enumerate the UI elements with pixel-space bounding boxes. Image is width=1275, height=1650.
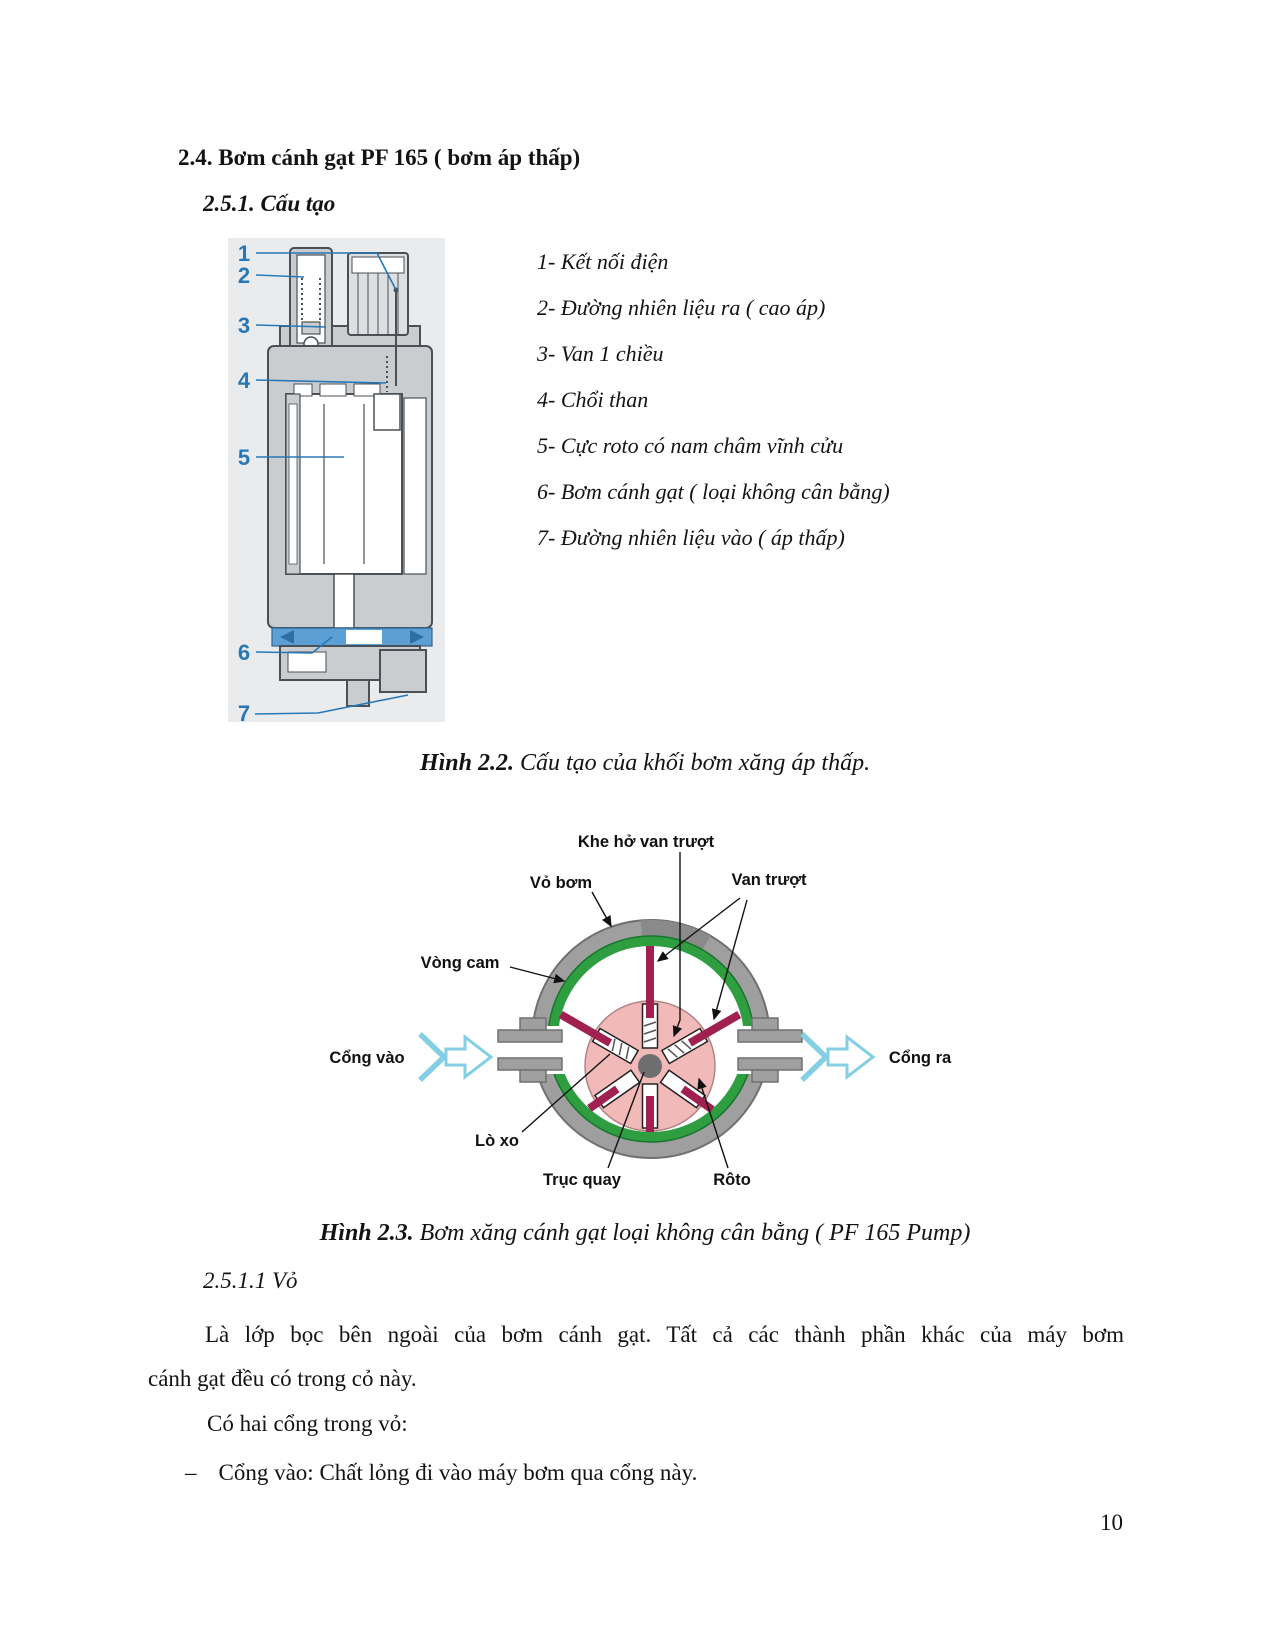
figure-2-3-caption: Hình 2.3. Bơm xăng cánh gạt loại không c… (140, 1220, 1150, 1247)
legend-item: 3- Van 1 chiều (537, 341, 664, 366)
subsection-heading-2-5-1: 2.5.1. Cấu tạo (203, 191, 336, 216)
paragraph-line-2: cánh gạt đều có trong cỏ này. (148, 1366, 417, 1391)
inlet-stub (346, 679, 370, 707)
motor-shaft (333, 573, 355, 629)
pump-cross-section-drawing: 1 2 3 4 5 6 7 (228, 238, 445, 726)
bullet-dash: – (185, 1460, 197, 1485)
part-number-6: 6 (238, 640, 250, 665)
figure-2-2-caption: Hình 2.2. Cấu tạo của khối bơm xăng áp t… (140, 750, 1150, 777)
paragraph-line-1: Là lớp bọc bên ngoài của bơm cánh gạt. T… (205, 1322, 1124, 1347)
label-rotating-shaft: Trục quay (543, 1171, 622, 1189)
legend-item: 4- Chổi than (537, 387, 649, 412)
label-vane-clearance: Khe hở van trượt (578, 833, 715, 851)
subsection-heading-2-5-1-1: 2.5.1.1 Vỏ (203, 1268, 298, 1293)
label-inlet-port: Cổng vào (329, 1049, 404, 1067)
drive-shaft (638, 1054, 662, 1078)
commutator-segment (319, 383, 347, 397)
vanes-and-slots (558, 946, 742, 1132)
flow-arrow-right (410, 630, 424, 644)
part-number-3: 3 (238, 313, 250, 338)
base-cavity (287, 651, 327, 673)
outlet-chevron-icon (800, 1032, 830, 1082)
outlet-arrow-icon (826, 1033, 876, 1081)
vane-pump-drawing: Khe hở van trượt Vỏ bơm Van trượt Vòng c… (329, 833, 952, 1189)
label-outlet-port: Cổng ra (889, 1049, 952, 1067)
label-spring: Lò xo (475, 1132, 519, 1150)
commutator-segment (293, 383, 313, 397)
part-number-4: 4 (238, 368, 251, 393)
section-heading-2-4: 2.4. Bơm cánh gạt PF 165 ( bơm áp thấp) (178, 145, 581, 170)
label-cam-ring: Vòng cam (421, 954, 500, 972)
legend-item: 5- Cực roto có nam châm vĩnh cửu (537, 433, 844, 458)
caption-text: Cấu tạo của khối bơm xăng áp thấp. (513, 750, 871, 776)
inlet-arrow-icon (444, 1033, 494, 1081)
part-number-7: 7 (238, 701, 250, 724)
figure-2-2-pump-cross-section: 1 2 3 4 5 6 7 (228, 238, 447, 729)
bullet-line: –Cổng vào: Chất lỏng đi vào máy bơm qua … (185, 1460, 697, 1486)
commutator-segment (353, 383, 381, 397)
magnet-slot (288, 403, 298, 565)
flow-arrows (418, 1032, 876, 1082)
label-pump-housing: Vỏ bơm (530, 874, 592, 892)
paragraph-line-3: Có hai cổng trong vỏ: (207, 1411, 408, 1436)
figure-2-2-legend: 1- Kết nối điện 2- Đường nhiên liệu ra (… (537, 239, 890, 561)
label-rotor: Rôto (713, 1171, 751, 1189)
bullet-text: Cổng vào: Chất lỏng đi vào máy bơm qua c… (218, 1460, 698, 1485)
figure2-leader-lines (509, 852, 748, 1169)
connector-top (351, 256, 405, 274)
legend-item: 1- Kết nối điện (537, 249, 669, 274)
page-number: 10 (1100, 1510, 1123, 1535)
label-sliding-vane: Van trượt (731, 871, 807, 889)
carbon-brush (373, 393, 401, 431)
pump-stage-gap (346, 630, 382, 644)
legend-item: 2- Đường nhiên liệu ra ( cao áp) (537, 295, 826, 320)
magnet-pole-right (403, 397, 427, 575)
flow-arrow-left (280, 630, 294, 644)
part-number-1: 1 (238, 241, 250, 266)
leader-lines (254, 252, 409, 715)
figure-2-3-vane-pump-diagram: Khe hở van trượt Vỏ bơm Van trượt Vòng c… (300, 820, 980, 1205)
base-foot (379, 649, 427, 693)
caption-text: Bơm xăng cánh gạt loại không cân bằng ( … (413, 1220, 971, 1246)
part-number-2: 2 (238, 263, 250, 288)
check-valve-piston (301, 321, 321, 335)
port-channels (497, 1017, 803, 1083)
part-number-5: 5 (238, 445, 250, 470)
inlet-chevron-icon (418, 1032, 448, 1082)
caption-label: Hình 2.3. (319, 1220, 414, 1246)
legend-item: 6- Bơm cánh gạt ( loại không cân bằng) (537, 479, 890, 504)
legend-item: 7- Đường nhiên liệu vào ( áp thấp) (537, 525, 845, 550)
housing-shading (640, 919, 711, 950)
caption-label: Hình 2.2. (419, 750, 514, 776)
